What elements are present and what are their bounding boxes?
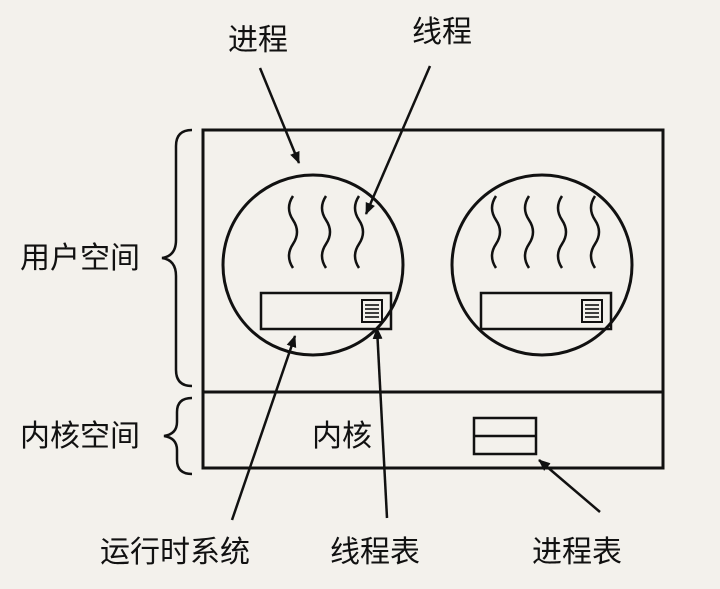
thread-squiggle-icon bbox=[287, 195, 299, 269]
process-circle bbox=[450, 173, 634, 357]
process-label: 进程 bbox=[228, 23, 288, 58]
thread-squiggle-icon bbox=[589, 195, 601, 269]
process-left bbox=[221, 173, 405, 357]
process-right bbox=[450, 173, 634, 357]
thread-table-label: 线程表 bbox=[330, 535, 420, 570]
user-space-brace bbox=[161, 128, 193, 388]
process-arrow bbox=[258, 67, 301, 164]
thread-table-icon bbox=[581, 299, 603, 323]
kernel-space-label: 内核空间 bbox=[20, 419, 140, 454]
kernel-label: 内核 bbox=[312, 419, 372, 454]
thread-squiggle-icon bbox=[320, 195, 332, 269]
thread-table-arrow bbox=[372, 327, 389, 519]
runtime-system-arrow bbox=[230, 335, 297, 521]
runtime-system-box bbox=[479, 291, 613, 331]
runtime-system-box bbox=[259, 291, 393, 331]
kernel-space-brace bbox=[163, 396, 193, 476]
thread-table-icon bbox=[361, 299, 383, 323]
thread-label: 线程 bbox=[412, 15, 472, 50]
thread-squiggle-icon bbox=[556, 195, 568, 269]
process-table-arrow bbox=[538, 459, 601, 513]
process-circle bbox=[221, 173, 405, 357]
runtime-system-label: 运行时系统 bbox=[100, 535, 250, 570]
user-space-label: 用户空间 bbox=[20, 241, 140, 276]
thread-arrow bbox=[364, 65, 432, 215]
thread-squiggle-icon bbox=[523, 195, 535, 269]
process-table-icon bbox=[472, 416, 538, 456]
process-table-label: 进程表 bbox=[532, 535, 622, 570]
thread-squiggle-icon bbox=[353, 195, 365, 269]
thread-squiggle-icon bbox=[490, 195, 502, 269]
system-outer-box bbox=[201, 128, 665, 470]
